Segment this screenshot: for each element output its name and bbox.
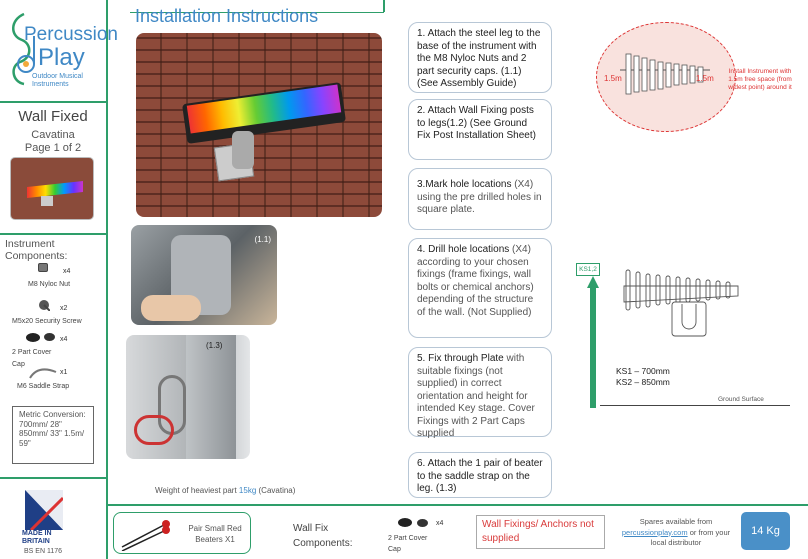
metric-conversion-box: Metric Conversion: 700mm/ 28" 850mm/ 33"… — [12, 406, 94, 464]
instrument-plan-drawing — [620, 53, 710, 95]
brand-logo-mark — [12, 12, 35, 86]
step-4-text: 4. Drill hole locations — [417, 244, 510, 255]
made-in-britain-text: MADE IN BRITAIN — [22, 530, 52, 545]
step-4-rest: (X4) according to your chosen fixings (f… — [417, 244, 534, 318]
beaters-label: Pair Small Red Beaters X1 — [188, 524, 242, 544]
page-indicator: Page 1 of 2 — [24, 142, 82, 154]
component-label-cap: 2 Part Cover Cap — [12, 349, 52, 368]
weight-note-text: Weight of heaviest part — [155, 486, 237, 495]
sidebar-rule-1 — [0, 101, 107, 103]
keystage-tag: KS1,2 — [576, 263, 600, 276]
component-label-nut: M8 Nyloc Nut — [28, 281, 71, 288]
weight-badge: 14 Kg — [741, 512, 790, 550]
clearance-right-dim: 1.5m — [696, 74, 714, 83]
cover-cap-qty: x4 — [436, 520, 444, 527]
thumbnail-keys — [27, 181, 83, 198]
brand-logo: Percussion Play Outdoor Musical Instrume… — [6, 6, 118, 96]
step-2: 2. Attach Wall Fixing posts to legs(1.2)… — [408, 99, 552, 160]
step-6: 6. Attach the 1 pair of beater to the sa… — [408, 452, 552, 498]
ground-line — [600, 405, 790, 406]
security-screw-icon — [38, 298, 51, 312]
nyloc-nut-icon — [38, 263, 48, 272]
step-3: 3.Mark hole locations (X4) using the pre… — [408, 168, 552, 230]
thumbnail-bracket — [41, 196, 53, 206]
product-type: Wall Fixed — [18, 108, 88, 125]
sidebar-divider — [106, 0, 108, 559]
step-1-text: 1. Attach the steel leg to the base of t… — [417, 28, 541, 89]
instrument-side-drawing — [623, 269, 739, 337]
beaters-icon — [121, 520, 170, 551]
ks2-height: KS2 – 850mm — [616, 377, 670, 387]
component-qty-nut: x4 — [63, 268, 71, 275]
photo-label-1-3: (1.3) — [206, 341, 223, 350]
component-qty-strap: x1 — [60, 369, 68, 376]
step-6-text: 6. Attach the 1 pair of beater to the sa… — [417, 458, 543, 494]
component-qty-screw: x2 — [60, 305, 68, 312]
component-label-strap: M6 Saddle Strap — [17, 383, 70, 390]
clearance-left-dim: 1.5m — [604, 74, 622, 83]
step-5: 5. Fix through Plate with suitable fixin… — [408, 347, 552, 439]
anchors-note: Wall Fixings/ Anchors not supplied — [476, 515, 605, 549]
beaters-box: Pair Small Red Beaters X1 — [113, 512, 251, 554]
wall-leg — [232, 131, 254, 169]
cover-cap-label: 2 Part Cover Cap — [388, 535, 428, 553]
step-3-rest: (X4) using the pre drilled holes in squa… — [417, 179, 542, 215]
weight-note-value: 15kg — [238, 486, 257, 495]
ground-label: Ground Surface — [718, 396, 764, 403]
spares-text: Spares available from — [639, 517, 713, 526]
saddle-strap-icon — [28, 366, 58, 380]
photo-hand — [141, 295, 201, 321]
product-thumbnail — [10, 157, 94, 220]
footer-divider — [107, 504, 808, 506]
cover-cap-icon — [26, 333, 40, 342]
step-1: 1. Attach the steel leg to the base of t… — [408, 22, 552, 93]
component-label-screw: M5x20 Security Screw — [12, 318, 82, 325]
standard-label: BS EN 1176 — [24, 548, 63, 555]
brand-tagline: Outdoor Musical Instruments — [32, 73, 83, 88]
brand-name-line2: Play — [38, 44, 85, 71]
cover-cap-base-icon — [398, 518, 412, 527]
page-title: Installation Instructions — [135, 6, 319, 26]
spares-info: Spares available from percussionplay.com… — [616, 517, 736, 549]
height-arrow — [587, 276, 599, 408]
photo-step-1-3: (1.3) — [126, 335, 250, 459]
main-product-photo — [136, 33, 382, 217]
cover-cap-top-icon — [44, 333, 55, 341]
photo-label-1-1: (1.1) — [254, 235, 271, 244]
step-5-text: 5. Fix through Plate — [417, 353, 504, 364]
step-3-text: 3.Mark hole locations — [417, 179, 512, 190]
wall-fix-title: Wall Fix Components: — [293, 523, 353, 549]
spares-link[interactable]: percussionplay.com — [621, 527, 688, 537]
brand-name-line1: Percussion — [24, 24, 118, 45]
component-qty-cap: x4 — [60, 336, 68, 343]
header-divider — [383, 0, 385, 12]
product-name: Cavatina — [31, 129, 75, 141]
ks1-height: KS1 – 700mm — [616, 366, 670, 376]
step-5-rest: with suitable fixings (not supplied) in … — [417, 353, 535, 439]
components-title: Instrument Components: — [5, 238, 68, 262]
made-in-britain-logo — [25, 490, 65, 532]
photo-post — [186, 335, 236, 459]
clearance-note: Install Instrument with 1.5m free space … — [728, 68, 792, 91]
weight-note: Weight of heaviest part 15kg (Cavatina) — [155, 486, 295, 495]
cover-cap-lid-icon — [417, 519, 428, 527]
spares-text-2: or from your local distributor — [650, 527, 731, 548]
step-4: 4. Drill hole locations (X4) according t… — [408, 238, 552, 338]
title-underline — [130, 12, 384, 13]
weight-note-suffix: (Cavatina) — [258, 486, 296, 495]
sidebar-rule-2 — [0, 233, 107, 235]
photo-beater — [134, 415, 174, 445]
photo-step-1-1: (1.1) — [131, 225, 277, 325]
step-2-text: 2. Attach Wall Fixing posts to legs(1.2)… — [417, 105, 536, 141]
sidebar-rule-3 — [0, 477, 107, 479]
